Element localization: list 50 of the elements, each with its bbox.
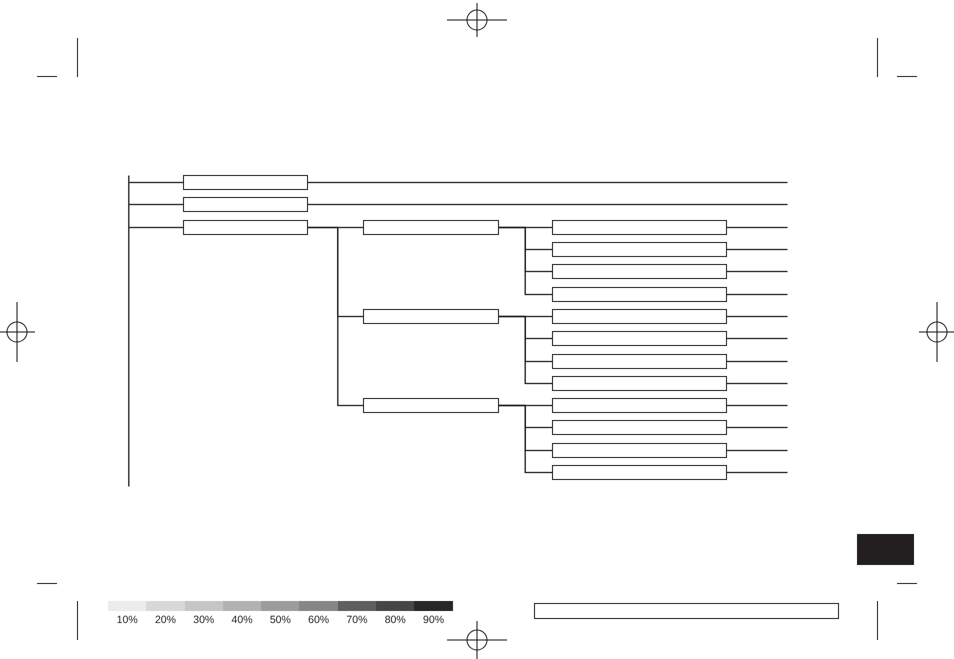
connector-line [498,404,552,474]
blank-box [552,242,726,257]
blank-box [552,443,726,458]
blank-box [183,220,308,235]
legend-label: 80% [384,614,406,626]
connector-line [726,226,788,228]
blank-box [552,354,726,369]
blank-box [552,420,726,435]
connector-line [128,176,130,486]
connector-line [726,248,788,250]
connector-line [726,382,788,384]
connector-line [308,204,788,206]
connector-line [308,182,788,184]
legend-label: 10% [116,614,138,626]
blank-box [552,309,726,324]
connector-line [726,338,788,340]
blank-box [552,220,726,235]
legend-label: 30% [193,614,214,626]
connector-line [726,450,788,452]
blank-box [363,398,498,413]
connector-line [726,472,788,474]
legend-label: 70% [346,614,368,626]
blank-box [183,197,308,212]
blank-box [552,376,726,391]
blank-box [363,220,498,235]
blank-box [552,287,726,302]
legend-label: 60% [308,614,330,626]
blank-box [552,331,726,346]
legend-label: 90% [423,614,444,626]
connector-line [308,226,363,406]
connector-line [128,226,183,228]
connector-line [498,316,552,384]
blank-box [552,264,726,279]
blank-box [183,175,308,190]
connector-line [726,426,788,428]
blank-field-box [534,603,838,618]
legend-label: 20% [154,614,176,626]
legend-label: 50% [270,614,291,626]
connector-line [726,360,788,362]
blank-box [552,465,726,480]
connector-line [128,204,183,206]
connector-line [128,182,183,184]
connector-line [726,404,788,406]
blank-box [363,309,498,324]
connector-line [498,226,552,296]
connector-line [726,316,788,318]
blank-box [552,398,726,413]
connector-line [726,294,788,296]
legend-label: 40% [232,614,253,626]
connector-line [726,270,788,272]
